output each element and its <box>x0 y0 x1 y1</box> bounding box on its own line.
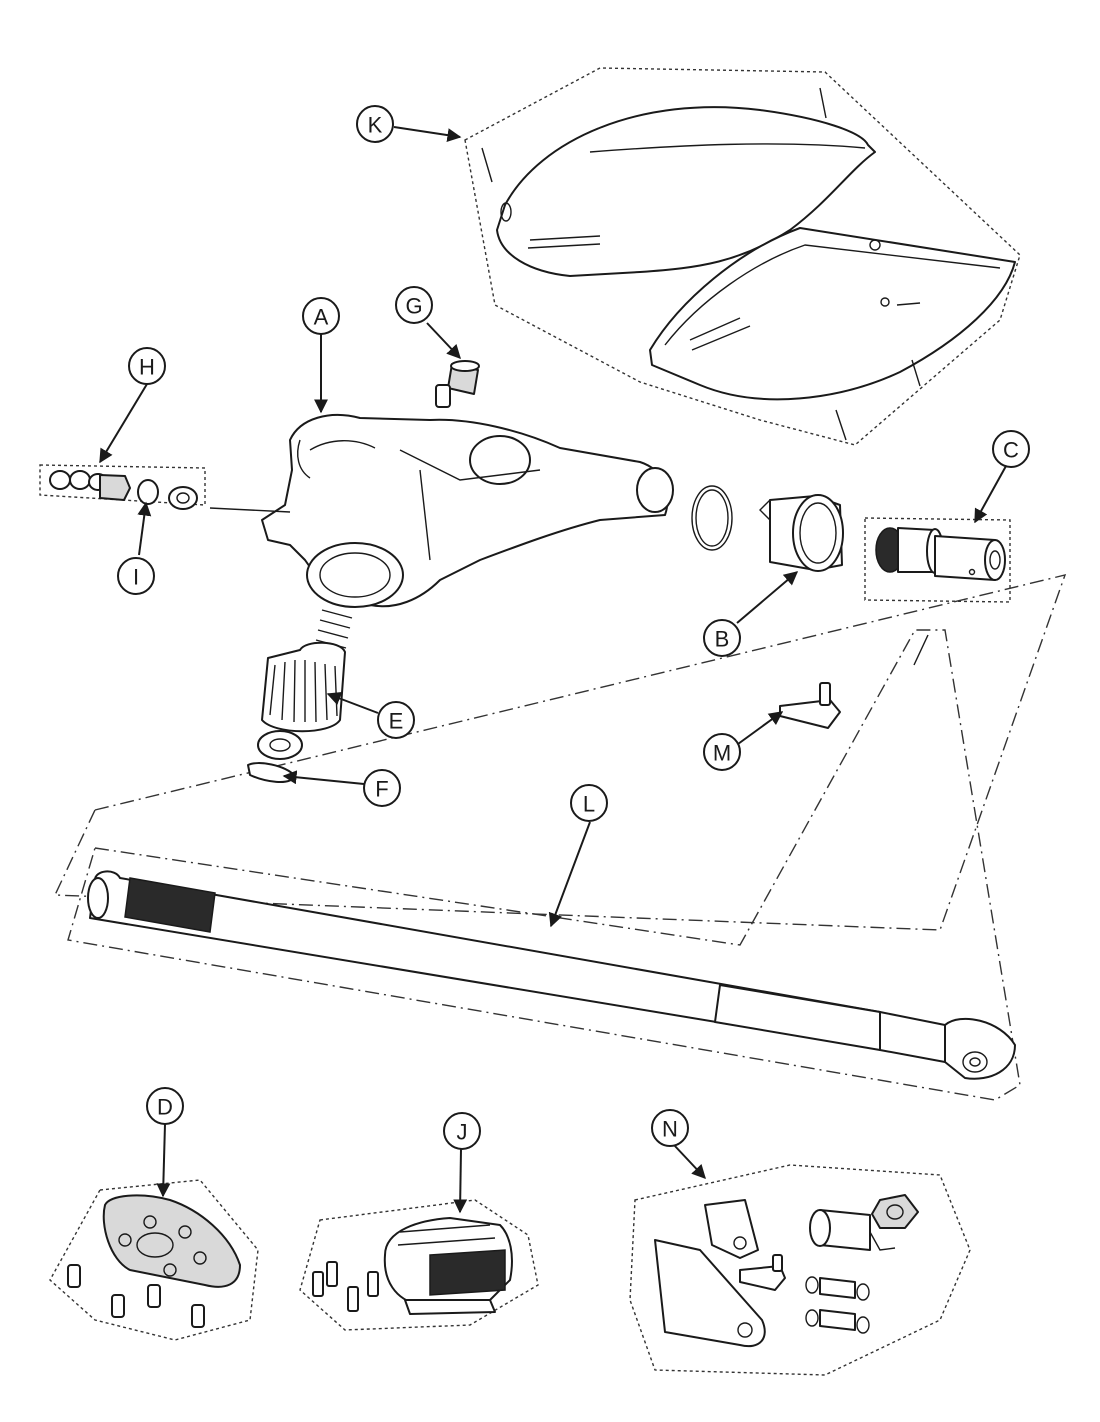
group-l-border <box>67 629 1021 1101</box>
group-l-outer-border <box>53 574 1067 931</box>
callout-a-label: A <box>314 305 329 330</box>
callout-h-label: H <box>139 355 155 380</box>
leader-lines <box>99 126 1007 1214</box>
callout-f: F <box>363 769 401 807</box>
callout-l: L <box>570 784 608 822</box>
callout-n: N <box>651 1109 689 1147</box>
part-m-key <box>779 682 841 729</box>
callout-m: M <box>703 733 741 771</box>
part-f-clip <box>247 762 296 783</box>
part-o-ring-large <box>691 485 733 551</box>
part-k-upper-cover <box>496 106 876 277</box>
part-g-plug <box>435 360 480 408</box>
part-e-spring-knob <box>257 609 353 760</box>
callout-m-label: M <box>713 741 731 766</box>
part-i-o-ring <box>137 479 159 505</box>
callout-e: E <box>377 701 415 739</box>
callout-a: A <box>302 297 340 335</box>
callout-n-label: N <box>662 1117 678 1142</box>
part-k-lower-cover <box>649 227 1016 401</box>
group-k-border <box>464 67 1021 446</box>
callout-d-label: D <box>157 1095 173 1120</box>
callout-g-label: G <box>405 294 422 319</box>
callout-b-label: B <box>715 627 730 652</box>
callout-k: K <box>356 105 394 143</box>
part-j-screws <box>312 1261 379 1312</box>
part-a-shaft <box>209 507 291 513</box>
callout-g: G <box>395 286 433 324</box>
callout-b: B <box>703 619 741 657</box>
group-c-border <box>864 517 1011 603</box>
callout-e-label: E <box>389 709 404 734</box>
callout-l-label: L <box>583 792 595 817</box>
callout-i-label: I <box>133 565 139 590</box>
part-b-coupling <box>759 494 844 572</box>
group-h-border <box>39 464 206 506</box>
group-j-border <box>299 1199 539 1331</box>
part-j-clamp <box>383 1217 513 1315</box>
callout-c-label: C <box>1003 438 1019 463</box>
callout-i: I <box>117 557 155 595</box>
callout-j: J <box>443 1112 481 1150</box>
part-n-key <box>739 1254 786 1291</box>
part-n-bracket-lower <box>654 1239 766 1348</box>
part-d-plate <box>102 1194 241 1288</box>
part-k-screws <box>481 87 921 441</box>
part-n-capacitor <box>809 1209 896 1251</box>
part-n-pins <box>805 1276 870 1334</box>
part-d-screws <box>67 1264 205 1328</box>
part-c-pin <box>913 634 929 666</box>
part-l-tube <box>87 870 1016 1080</box>
part-a-housing <box>261 414 674 608</box>
callout-h: H <box>128 347 166 385</box>
callout-f-label: F <box>375 777 388 802</box>
group-d-border <box>49 1179 259 1341</box>
part-h-seal-kit <box>49 470 198 510</box>
callout-k-label: K <box>368 113 383 138</box>
part-n-nut <box>871 1194 919 1229</box>
callout-j-label: J <box>457 1120 468 1145</box>
part-n-bracket-upper <box>704 1199 759 1259</box>
part-c-bearing-assembly <box>875 527 1006 581</box>
callout-d: D <box>146 1087 184 1125</box>
callout-c: C <box>992 430 1030 468</box>
